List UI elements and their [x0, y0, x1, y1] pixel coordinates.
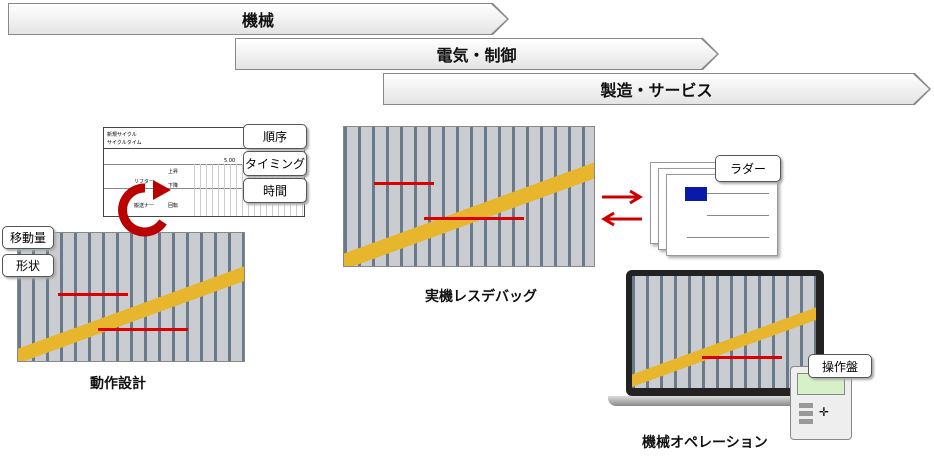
- callout-shape: 形状: [2, 254, 54, 277]
- machine-3d-model-design: [17, 232, 245, 362]
- banner-manufacturing-label: 製造・サービス: [384, 74, 929, 104]
- laptop-base: [608, 396, 838, 406]
- machine-3d-model-debug: [343, 126, 595, 267]
- callout-movement: 移動量: [2, 226, 54, 249]
- machine-3d-model-operation: [632, 276, 816, 388]
- ladder-page: [666, 174, 778, 256]
- virtual-debug-label: 実機レスデバッグ: [425, 289, 537, 305]
- doc-cell: 下降: [168, 183, 179, 189]
- doc-value: 5.00: [224, 158, 236, 164]
- doc-row: リフター: [134, 179, 155, 185]
- banner-electrical: 電気・制御: [235, 38, 719, 70]
- panel-dpad-icon[interactable]: ✛: [819, 405, 830, 419]
- doc-subtitle: サイクルタイム: [107, 140, 142, 146]
- doc-row: 搬送ナー: [134, 203, 155, 209]
- rotate-arrow-icon: [118, 180, 171, 237]
- doc-cell: 回転: [168, 203, 179, 209]
- callout-timing: タイミング: [243, 151, 307, 176]
- callout-order: 順序: [243, 124, 307, 149]
- machine-operation-label: 機械オペレーション: [642, 435, 768, 451]
- doc-cell: 上昇: [168, 169, 179, 175]
- operation-panel: ✛: [790, 366, 852, 440]
- banner-mechanical-label: 機械: [9, 4, 507, 34]
- doc-title: 新規サイクル: [107, 132, 137, 138]
- bidirectional-arrows-icon: [601, 189, 643, 227]
- ladder-block: [685, 187, 707, 201]
- motion-design-label: 動作設計: [90, 376, 146, 392]
- banner-mechanical: 機械: [8, 3, 509, 35]
- callout-time: 時間: [243, 178, 307, 203]
- callout-ladder: ラダー: [715, 155, 781, 182]
- panel-buttons[interactable]: [799, 403, 813, 427]
- banner-electrical-label: 電気・制御: [236, 39, 717, 69]
- callout-operation-panel: 操作盤: [808, 354, 872, 378]
- banner-manufacturing: 製造・サービス: [383, 73, 931, 105]
